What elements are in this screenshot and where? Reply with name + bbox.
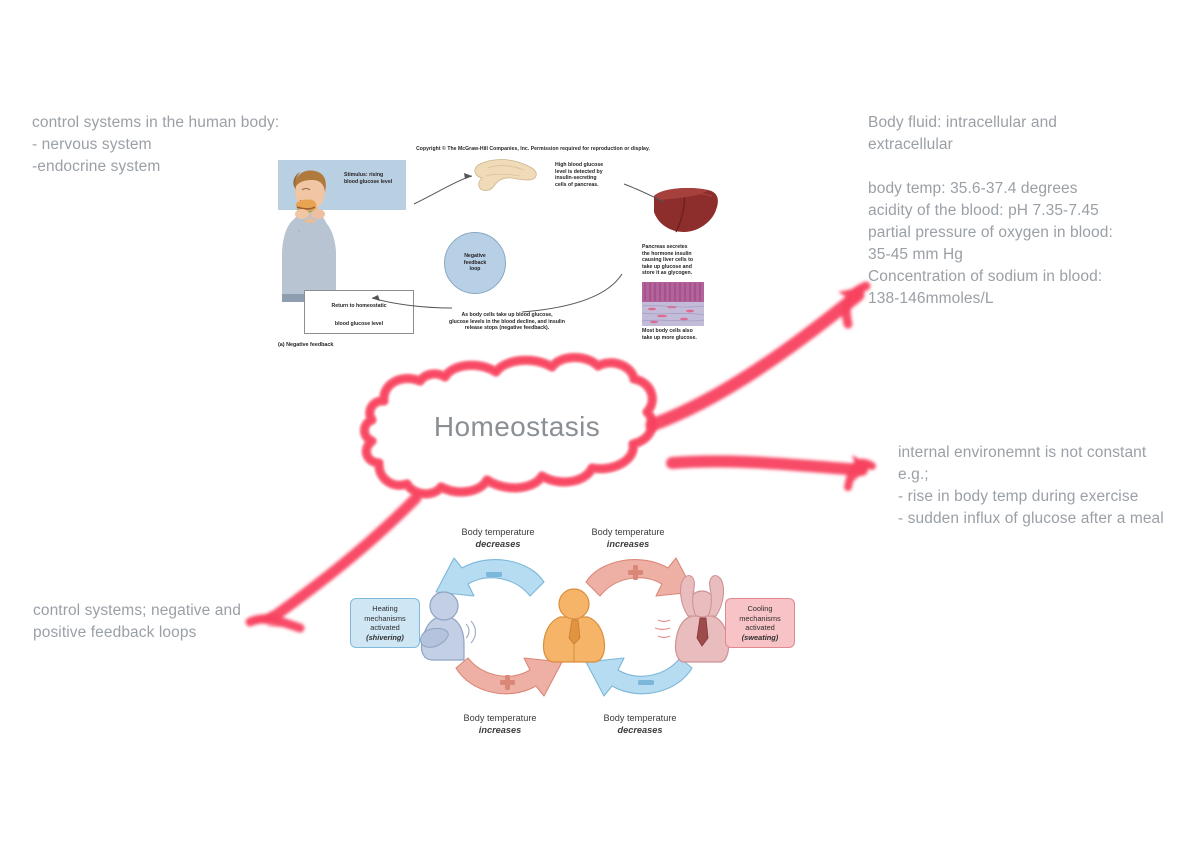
label-bottom-left-line1: Body temperature	[463, 713, 537, 723]
figure-copyright: Copyright © The McGraw-Hill Companies, I…	[416, 146, 650, 152]
arrow-top-left-blue	[435, 557, 545, 597]
figure-body-temperature: Body temperature decreases Body temperat…	[340, 520, 810, 740]
figure-connector-arrows	[371, 173, 665, 313]
note-internal-environment: internal environemnt is not constant e.g…	[898, 444, 1164, 527]
homeostasis-cloud-shape	[359, 352, 657, 499]
arrow-to-top-right	[645, 281, 871, 432]
label-bottom-left: Body temperature increases	[440, 712, 560, 736]
body-cells-label: Most body cells also take up more glucos…	[642, 328, 697, 341]
normal-person-figure	[542, 588, 606, 663]
label-top-left-line2: decreases	[475, 539, 521, 549]
figure-caption: (a) Negative feedback	[278, 342, 334, 348]
insulin-label: Pancreas secretes the hormone insulin ca…	[642, 244, 694, 277]
return-homeostatic-box: Return to homeostatic blood glucose leve…	[304, 290, 414, 334]
cooling-line1: Cooling	[747, 604, 773, 613]
liver-illustration	[654, 188, 718, 233]
note-feedback-loops: control systems; negative and positive f…	[33, 602, 241, 641]
negative-feedback-loop-label: Negative feedback loop	[463, 253, 487, 273]
label-bottom-right-line1: Body temperature	[603, 713, 677, 723]
heating-line1: Heating	[372, 604, 398, 613]
figure-negative-feedback: Copyright © The McGraw-Hill Companies, I…	[272, 140, 752, 360]
homeostasis-label: Homeostasis	[433, 411, 601, 442]
negative-feedback-loop-circle: Negative feedback loop	[444, 232, 506, 294]
glucose-decline-label: As body cells take up blood glucose, glu…	[449, 312, 565, 332]
cooling-line3: activated	[745, 623, 775, 633]
label-top-right-line1: Body temperature	[591, 527, 665, 537]
note-control-systems-human-body: control systems in the human body: - ner…	[32, 114, 280, 175]
stimulus-label: Stimulus: rising blood glucose level	[344, 172, 393, 185]
cooling-line4: (sweating)	[741, 632, 779, 642]
heating-line2: mechanisms	[364, 613, 406, 623]
arrow-bottom-left-red	[455, 657, 563, 697]
label-bottom-right-line2: decreases	[617, 725, 663, 735]
label-bottom-left-line2: increases	[478, 725, 522, 735]
heating-line4: (shivering)	[366, 632, 404, 642]
label-top-right-line2: increases	[606, 539, 650, 549]
arrow-top-right-red	[585, 557, 695, 597]
label-top-left-line1: Body temperature	[461, 527, 535, 537]
temperature-loop-arrows	[414, 557, 750, 697]
return-homeostatic-label: Return to homeostatic blood glucose leve…	[331, 303, 387, 327]
arrow-bottom-right-blue	[585, 657, 693, 697]
pancreas-illustration	[474, 159, 537, 191]
cooling-mechanisms-box: Cooling mechanisms activated (sweating)	[725, 598, 795, 649]
note-body-fluid-values: Body fluid: intracellular and extracellu…	[868, 114, 1113, 307]
sweating-person-figure	[654, 575, 750, 663]
heating-line3: activated	[370, 623, 400, 633]
cooling-line2: mechanisms	[739, 613, 781, 623]
boy-eating-illustration	[282, 170, 336, 302]
homeostasis-cloud: Homeostasis	[372, 352, 662, 502]
heating-mechanisms-box: Heating mechanisms activated (shivering)	[350, 598, 420, 649]
arrow-to-bottom-left	[245, 492, 422, 633]
body-cells-illustration	[642, 282, 704, 326]
label-bottom-right: Body temperature decreases	[580, 712, 700, 736]
arrow-to-mid-right	[666, 455, 876, 491]
label-top-right: Body temperature increases	[568, 526, 688, 550]
shivering-person-figure	[414, 591, 477, 661]
pancreas-detect-label: High blood glucose level is detected by …	[555, 162, 604, 188]
label-top-left: Body temperature decreases	[438, 526, 558, 550]
